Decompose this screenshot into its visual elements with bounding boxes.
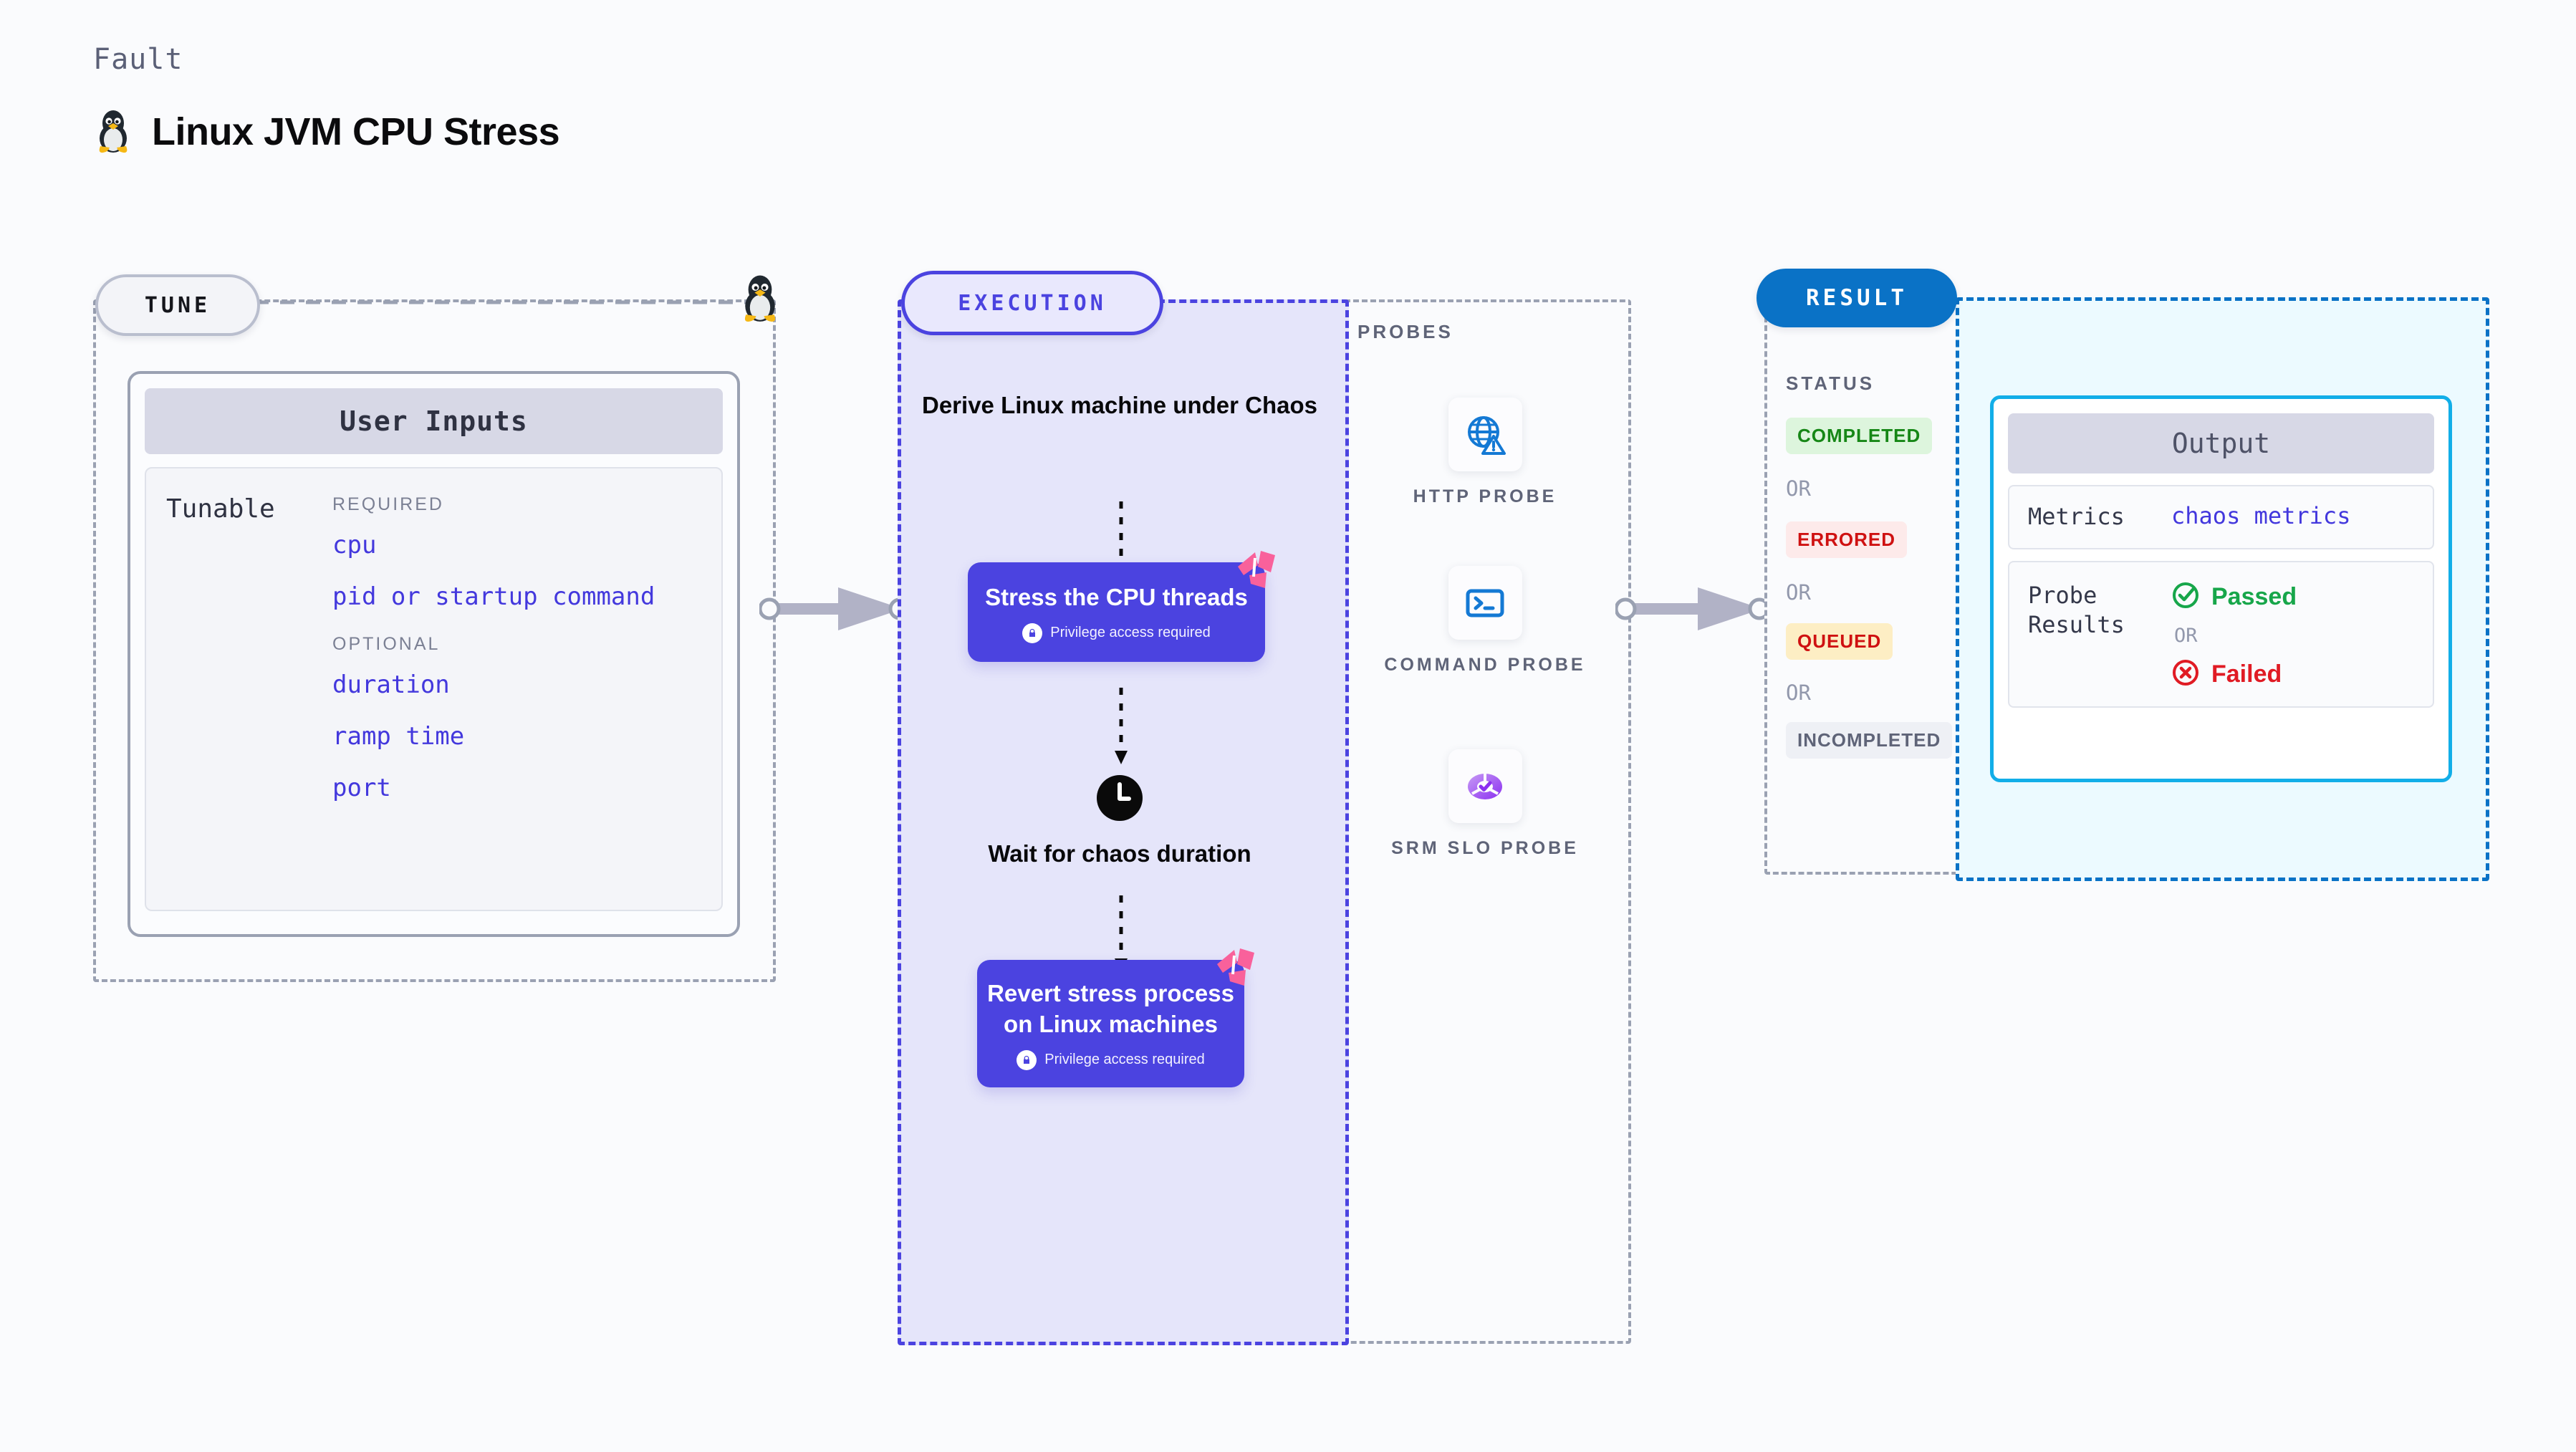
output-row-metrics: Metrics chaos metrics [2008, 485, 2434, 549]
probes-label: PROBES [1357, 321, 1453, 342]
privilege-note-text: Privilege access required [1050, 625, 1211, 641]
status-or-1: OR [1786, 476, 1811, 501]
status-or-2: OR [1786, 580, 1811, 605]
tunable-item-pid-or-startup-command[interactable]: pid or startup command [332, 582, 655, 611]
probe-command[interactable]: COMMAND PROBE [1342, 566, 1628, 678]
tux-penguin-icon-border [738, 271, 782, 326]
output-probe-results-key: Probe Results [2028, 581, 2125, 639]
execution-step-revert-title: Revert stress process on Linux machines [987, 980, 1234, 1037]
lock-icon [1022, 622, 1043, 643]
chaos-badge-icon [1234, 548, 1278, 596]
output-row-probe-results: Probe Results Passed OR [2008, 560, 2434, 708]
probe-result-or: OR [2174, 624, 2198, 647]
result-pill: RESULT [1756, 269, 1957, 327]
tunable-item-cpu[interactable]: cpu [332, 531, 377, 559]
probe-command-label: COMMAND PROBE [1384, 655, 1586, 675]
tune-region [93, 299, 776, 982]
privilege-note-text-2: Privilege access required [1044, 1052, 1205, 1068]
exec-arrow-2 [1115, 688, 1128, 764]
slo-donut-check-icon [1448, 749, 1522, 823]
tune-pill: TUNE [95, 274, 260, 336]
status-badge-queued: QUEUED [1786, 623, 1893, 660]
user-inputs-card: User Inputs Tunable REQUIRED cpu pid or … [128, 371, 740, 937]
user-inputs-title: User Inputs [145, 388, 723, 454]
fault-kicker: Fault [93, 43, 183, 76]
chaos-badge-icon [1213, 946, 1257, 994]
page-header: Fault Linux JVM CPU Stress [93, 43, 560, 157]
execution-to-result-arrow [1615, 587, 1771, 630]
tune-to-execution-arrow [759, 587, 911, 630]
probe-result-passed-label: Passed [2211, 582, 2297, 610]
clock-icon [1095, 775, 1144, 825]
execution-step-stress-cpu-title: Stress the CPU threads [985, 584, 1248, 610]
tunable-box: Tunable REQUIRED cpu pid or startup comm… [145, 467, 723, 911]
probe-result-passed: Passed [2171, 581, 2297, 613]
tunable-label: Tunable [166, 494, 275, 524]
privilege-note-2: Privilege access required [977, 1049, 1244, 1070]
execution-step-stress-cpu: Stress the CPU threads Privilege access … [968, 551, 1275, 662]
output-metrics-value[interactable]: chaos metrics [2171, 502, 2351, 529]
status-or-3: OR [1786, 681, 1811, 705]
execution-step-derive: Derive Linux machine under Chaos [922, 392, 1317, 418]
probe-result-failed: Failed [2171, 658, 2297, 691]
tux-penguin-icon [93, 106, 133, 157]
execution-step-wait: Wait for chaos duration [898, 774, 1342, 869]
status-badge-errored: ERRORED [1786, 521, 1908, 558]
probe-srm-slo[interactable]: SRM SLO PROBE [1342, 749, 1628, 861]
privilege-note: Privilege access required [968, 622, 1265, 643]
execution-pill: EXECUTION [901, 271, 1163, 335]
status-label: STATUS [1786, 372, 1875, 394]
execution-step-revert: Revert stress process on Linux machines … [977, 948, 1254, 1087]
output-card: Output Metrics chaos metrics Probe Resul… [1990, 395, 2452, 782]
probe-http[interactable]: HTTP PROBE [1342, 398, 1628, 509]
probe-http-label: HTTP PROBE [1413, 486, 1557, 506]
required-group-title: REQUIRED [332, 494, 444, 514]
check-circle-icon [2171, 581, 2200, 613]
lock-icon [1017, 1049, 1037, 1070]
tunable-item-port[interactable]: port [332, 774, 391, 802]
execution-step-wait-text: Wait for chaos duration [988, 840, 1251, 867]
title-row: Linux JVM CPU Stress [93, 106, 560, 157]
tunable-item-ramp-time[interactable]: ramp time [332, 722, 465, 751]
output-title: Output [2008, 413, 2434, 473]
optional-group-title: OPTIONAL [332, 634, 441, 654]
output-metrics-key: Metrics [2028, 503, 2125, 530]
globe-warning-icon [1448, 398, 1522, 471]
x-circle-icon [2171, 658, 2200, 691]
tunable-item-duration[interactable]: duration [332, 670, 450, 699]
status-badge-completed: COMPLETED [1786, 418, 1933, 454]
terminal-icon [1448, 566, 1522, 640]
tune-dashed-connector [254, 300, 749, 304]
status-badge-incompleted: INCOMPLETED [1786, 722, 1953, 759]
probe-result-failed-label: Failed [2211, 660, 2282, 688]
page-title: Linux JVM CPU Stress [152, 110, 560, 153]
probe-srm-slo-label: SRM SLO PROBE [1391, 838, 1579, 858]
